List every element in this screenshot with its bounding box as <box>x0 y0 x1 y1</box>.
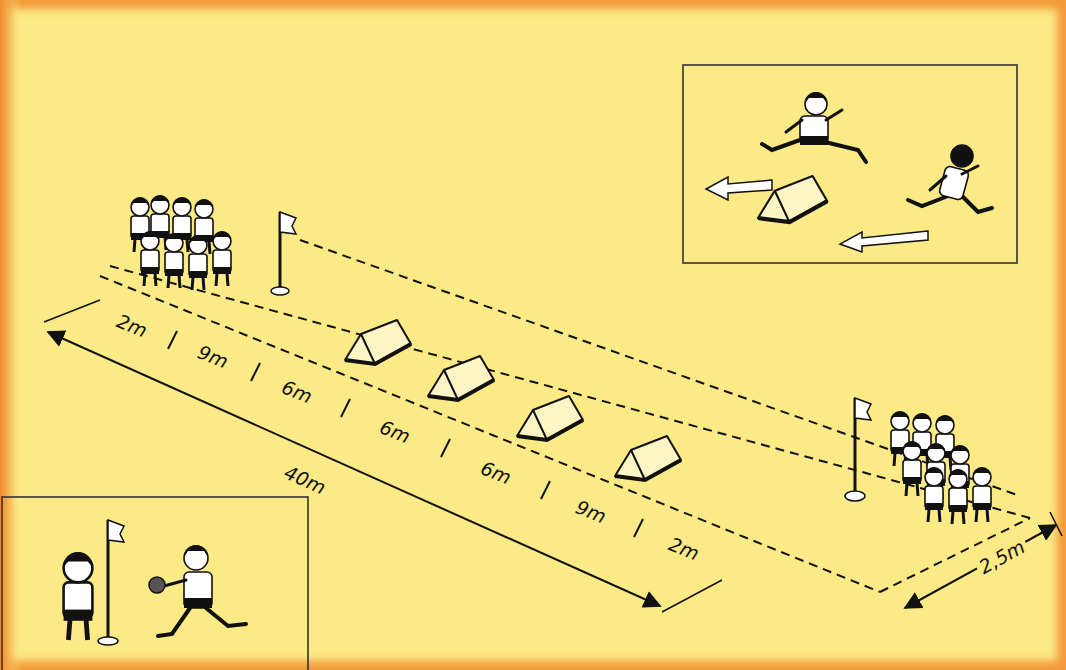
finish-group <box>903 441 921 496</box>
jump-inset <box>908 196 948 206</box>
ball-inset <box>206 608 246 626</box>
length-dimension <box>662 580 722 612</box>
ball-inset <box>184 572 212 608</box>
dimension-label: 2m <box>111 309 153 342</box>
segment-ticks <box>341 399 350 417</box>
hurdles <box>428 356 494 400</box>
hurdles <box>517 396 583 440</box>
width-dimension <box>1050 512 1062 536</box>
finish-flag <box>855 398 871 420</box>
jump-inset <box>840 231 928 252</box>
ball-inset <box>2 497 308 670</box>
jump-inset <box>962 196 992 212</box>
lane-lines <box>100 240 1030 592</box>
jump-inset <box>762 140 800 150</box>
segment-ticks <box>168 331 643 537</box>
start-flag <box>271 212 296 295</box>
ball-inset <box>184 545 208 557</box>
segment-ticks <box>168 331 177 349</box>
jump-inset <box>951 145 973 167</box>
ball-inset <box>158 608 190 636</box>
segment-ticks <box>251 363 260 381</box>
hurdles <box>345 320 681 480</box>
jump-inset <box>683 65 1017 263</box>
jump-inset <box>805 93 827 115</box>
segment-ticks <box>441 439 450 457</box>
dimension-label: 9m <box>570 495 612 528</box>
finish-group <box>949 469 967 524</box>
lane-lines <box>300 240 1020 496</box>
ball-inset <box>184 598 212 608</box>
lane-lines <box>100 276 880 592</box>
dimension-label: 6m <box>276 375 318 408</box>
jump-inset <box>825 142 866 162</box>
start-group <box>141 231 159 286</box>
orange-edge <box>0 0 22 670</box>
finish-flag <box>845 398 871 501</box>
dimension-label: 2,5m <box>973 535 1031 580</box>
hurdles <box>615 436 681 480</box>
ball-inset <box>184 546 208 570</box>
ball-inset <box>164 580 186 586</box>
ball-inset <box>108 520 124 542</box>
jump-inset <box>805 92 827 103</box>
start-flag <box>280 212 296 234</box>
ball-inset <box>64 552 93 640</box>
start-group <box>213 231 231 286</box>
width-dimension <box>905 525 1056 608</box>
width-dimension <box>905 512 1062 608</box>
start-flag <box>271 287 289 295</box>
jump-inset <box>706 177 772 200</box>
dimension-label: 6m <box>475 456 517 489</box>
length-dimension <box>44 300 100 322</box>
length-dimension <box>44 300 722 612</box>
jump-inset <box>800 116 828 144</box>
finish-group <box>891 411 991 524</box>
start-group <box>131 195 231 290</box>
length-dimension <box>48 332 660 606</box>
finish-flag <box>845 491 865 501</box>
dimension-label: 2m <box>663 532 705 565</box>
segment-ticks <box>634 519 643 537</box>
dimension-label: 40m <box>279 461 332 500</box>
dimension-label: 9m <box>192 340 234 373</box>
start-group <box>165 233 183 288</box>
finish-group <box>925 467 943 522</box>
dimension-label: 6m <box>374 415 416 448</box>
lane-lines <box>110 266 1030 518</box>
ball-inset <box>98 637 118 645</box>
start-group <box>189 235 207 290</box>
segment-ticks <box>541 481 550 499</box>
jump-inset <box>939 165 970 200</box>
jump-inset <box>930 166 978 190</box>
ball-inset <box>149 577 165 593</box>
jump-inset <box>800 136 828 145</box>
jump-inset <box>683 65 1017 263</box>
hurdles <box>345 320 411 364</box>
ball-inset <box>2 497 308 670</box>
finish-group <box>973 467 991 522</box>
